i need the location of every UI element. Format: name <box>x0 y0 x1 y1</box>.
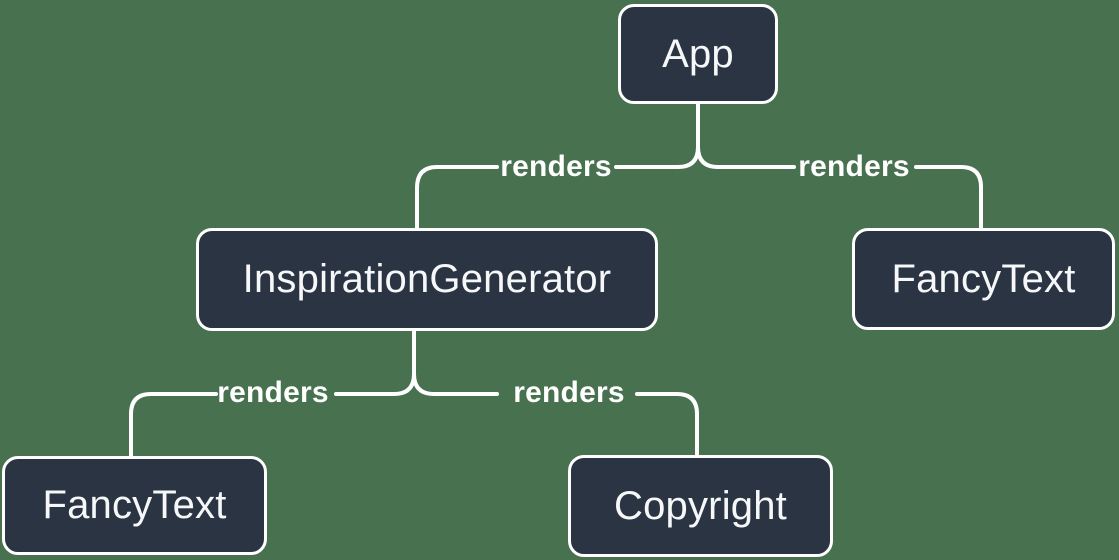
edge-label-inspiration-fancytext: renders <box>217 376 329 409</box>
node-copyright-label: Copyright <box>614 483 787 528</box>
node-fancy-text-top-label: FancyText <box>891 256 1076 301</box>
edge-line-app-inspiration-right <box>614 102 700 169</box>
node-app-label: App <box>662 31 734 76</box>
node-fancy-text-bottom: FancyText <box>2 456 267 555</box>
node-fancy-text-top: FancyText <box>852 228 1115 330</box>
edge-line-inspiration-copyright-right <box>635 392 699 457</box>
edge-line-app-fancytext-left <box>696 102 796 169</box>
edge-label-app-inspiration: renders <box>500 150 612 183</box>
node-inspiration-generator: InspirationGenerator <box>196 228 658 331</box>
edge-line-app-fancytext-right <box>914 165 983 230</box>
node-fancy-text-bottom-label: FancyText <box>42 483 227 527</box>
edge-line-inspiration-fancytext-right <box>334 329 416 396</box>
edge-line-app-inspiration-left <box>415 165 499 230</box>
edge-label-inspiration-copyright: renders <box>513 376 625 409</box>
edge-line-inspiration-copyright-left <box>412 329 499 396</box>
edge-line-inspiration-fancytext-left <box>129 392 218 458</box>
node-copyright: Copyright <box>568 455 833 557</box>
node-app: App <box>618 4 778 104</box>
node-inspiration-generator-label: InspirationGenerator <box>242 257 612 301</box>
edge-label-app-fancytext: renders <box>798 150 910 183</box>
